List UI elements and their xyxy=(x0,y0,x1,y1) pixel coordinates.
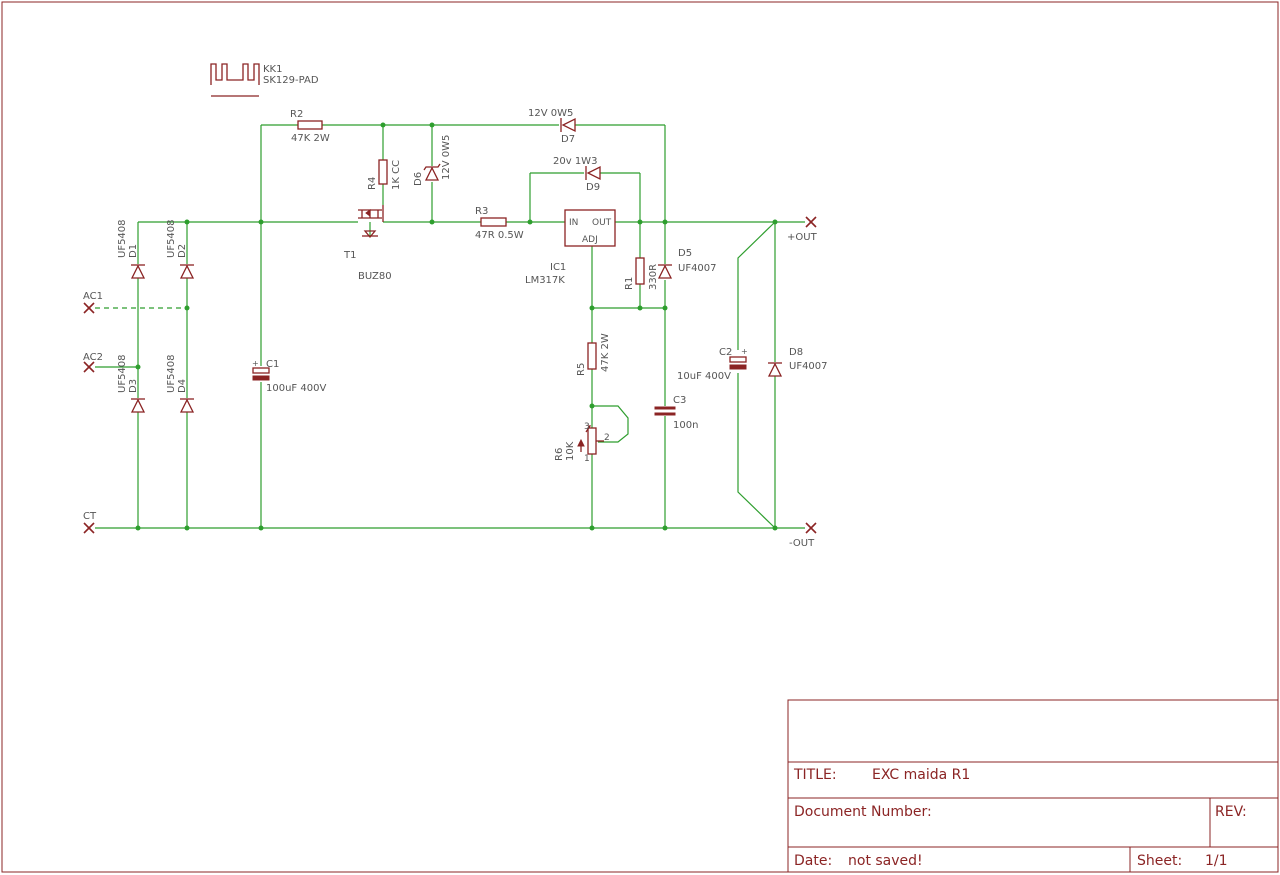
resistor-r2[interactable]: R2 47K 2W xyxy=(290,109,330,144)
ic1-pin-adj: ADJ xyxy=(582,235,598,245)
ic1-name: IC1 xyxy=(550,262,566,273)
d6-value: 12V 0W5 xyxy=(441,135,452,180)
t1-value: BUZ80 xyxy=(358,271,392,282)
kk1-name: KK1 xyxy=(263,64,282,75)
ic1-pin-out: OUT xyxy=(592,218,612,228)
d5-name: D5 xyxy=(678,248,692,259)
capacitor-c2[interactable]: + C2 10uF 400V xyxy=(677,347,748,382)
heatsink-kk1[interactable]: KK1 SK129-PAD xyxy=(210,63,319,97)
potentiometer-r6[interactable]: 3 2 1 R6 10K xyxy=(554,422,610,464)
d2-name: D2 xyxy=(177,244,188,258)
r5-name: R5 xyxy=(576,363,587,376)
sheet-label: Sheet: xyxy=(1137,853,1182,869)
kk1-value: SK129-PAD xyxy=(263,75,319,86)
r5-value: 47K 2W xyxy=(600,333,611,372)
c2-polarity: + xyxy=(741,347,748,356)
r2-name: R2 xyxy=(290,109,303,120)
title-block: TITLE: EXC maida R1 Document Number: REV… xyxy=(787,699,1279,873)
d1-name: D1 xyxy=(128,244,139,258)
r2-value: 47K 2W xyxy=(291,133,330,144)
c1-polarity: + xyxy=(252,359,259,368)
d9-value: 20v 1W3 xyxy=(553,156,597,167)
r1-value: 330R xyxy=(648,264,659,290)
r6-pin2: 2 xyxy=(604,433,610,443)
r6-pin1: 1 xyxy=(584,454,590,464)
r1-name: R1 xyxy=(624,277,635,290)
diode-d7[interactable]: 12V 0W5 D7 xyxy=(528,108,576,145)
d7-name: D7 xyxy=(561,134,575,145)
d6-name: D6 xyxy=(413,172,424,186)
ic1-value: LM317K xyxy=(525,275,565,286)
zener-diode-d6[interactable]: D6 12V 0W5 xyxy=(413,135,452,186)
c3-value: 100n xyxy=(673,420,698,431)
r3-value: 47R 0.5W xyxy=(475,230,524,241)
port-ac2-label: AC2 xyxy=(83,352,103,363)
r4-value: 1K CC xyxy=(391,160,402,190)
r6-name: R6 xyxy=(554,448,565,461)
wires xyxy=(95,124,805,529)
r3-name: R3 xyxy=(475,206,488,217)
rev-label: REV: xyxy=(1215,804,1247,820)
c2-value: 10uF 400V xyxy=(677,371,731,382)
port-out-negative[interactable]: -OUT xyxy=(789,522,817,549)
t1-name: T1 xyxy=(343,250,356,261)
port-ac1[interactable]: AC1 xyxy=(83,291,103,314)
d8-name: D8 xyxy=(789,347,803,358)
junction-dots xyxy=(135,122,778,531)
c3-name: C3 xyxy=(673,395,686,406)
r4-name: R4 xyxy=(367,177,378,190)
d7-value: 12V 0W5 xyxy=(528,108,573,119)
diode-d9[interactable]: 20v 1W3 D9 xyxy=(553,156,601,193)
sheet-value: 1/1 xyxy=(1205,853,1228,869)
diode-d4[interactable]: UF5408 D4 xyxy=(166,354,195,413)
d9-name: D9 xyxy=(586,182,600,193)
date-label: Date: xyxy=(794,853,832,869)
c1-name: C1 xyxy=(266,359,279,370)
d1-value: UF5408 xyxy=(117,219,128,258)
d8-value: UF4007 xyxy=(789,361,828,372)
document-number-label: Document Number: xyxy=(794,804,932,820)
capacitor-c1[interactable]: + C1 100uF 400V xyxy=(252,359,326,394)
port-out-positive-label: +OUT xyxy=(787,232,818,243)
title-value: EXC maida R1 xyxy=(872,767,970,783)
d5-value: UF4007 xyxy=(678,263,717,274)
port-out-positive[interactable]: +OUT xyxy=(787,216,818,243)
resistor-r1[interactable]: R1 330R xyxy=(624,257,659,290)
diode-d3[interactable]: UF5408 D3 xyxy=(117,354,146,413)
port-ct[interactable]: CT xyxy=(83,511,97,534)
d3-value: UF5408 xyxy=(117,354,128,393)
port-out-negative-label: -OUT xyxy=(789,538,815,549)
c2-name: C2 xyxy=(719,347,732,358)
diode-d8[interactable]: D8 UF4007 xyxy=(767,347,828,377)
capacitor-c3[interactable]: C3 100n xyxy=(654,395,698,431)
resistor-r5[interactable]: R5 47K 2W xyxy=(576,333,611,376)
c1-value: 100uF 400V xyxy=(266,383,326,394)
port-ac2[interactable]: AC2 xyxy=(83,352,103,373)
mosfet-t1[interactable]: T1 BUZ80 xyxy=(343,205,392,282)
regulator-ic1[interactable]: IN OUT ADJ IC1 LM317K xyxy=(525,209,616,286)
resistor-r4[interactable]: R4 1K CC xyxy=(367,159,402,190)
port-ct-label: CT xyxy=(83,511,97,522)
d2-value: UF5408 xyxy=(166,219,177,258)
date-value: not saved! xyxy=(848,853,923,869)
r6-value: 10K xyxy=(565,441,576,461)
diode-d1[interactable]: UF5408 D1 xyxy=(117,219,146,279)
d3-name: D3 xyxy=(128,379,139,393)
title-label: TITLE: xyxy=(793,767,837,783)
r6-pin3: 3 xyxy=(584,422,590,432)
d4-value: UF5408 xyxy=(166,354,177,393)
ic1-pin-in: IN xyxy=(569,218,578,228)
resistor-r3[interactable]: R3 47R 0.5W xyxy=(475,206,524,241)
port-ac1-label: AC1 xyxy=(83,291,103,302)
diode-d2[interactable]: UF5408 D2 xyxy=(166,219,195,279)
d4-name: D4 xyxy=(177,379,188,393)
diode-d5[interactable]: D5 UF4007 xyxy=(657,248,717,279)
